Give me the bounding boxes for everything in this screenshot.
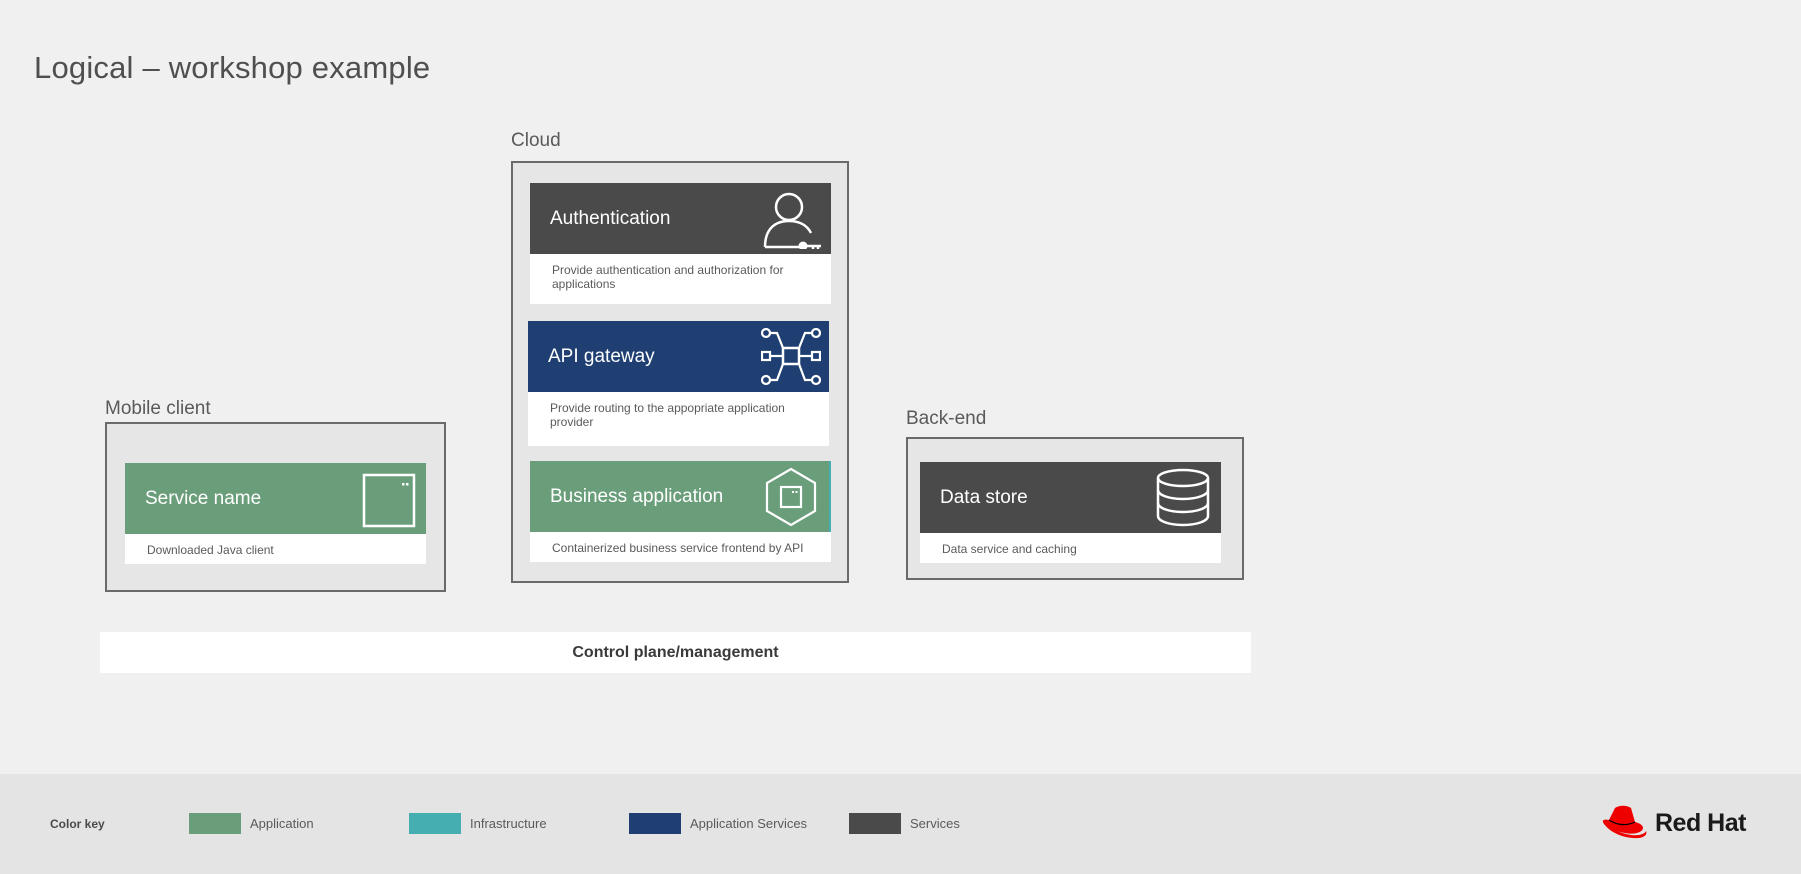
color-key-title: Color key [50,817,105,831]
legend-swatch [849,813,901,834]
card-data-store[interactable]: Data store Data service and caching [920,462,1221,563]
card-description: Provide routing to the appopriate applic… [528,392,829,446]
legend-swatch [409,813,461,834]
control-plane-bar: Control plane/management [100,632,1251,673]
card-title: API gateway [548,345,655,367]
card-header: Authentication [530,183,831,254]
legend-item-services: Services [849,813,960,834]
footer-color-key: Color key Application Infrastructure App… [0,774,1801,874]
card-description: Provide authentication and authorization… [530,254,831,304]
card-authentication[interactable]: Authentication Provide authentication an… [530,183,831,304]
card-description: Data service and caching [920,533,1221,563]
user-key-icon [763,192,821,249]
legend-label: Infrastructure [470,816,547,831]
card-header: Business application [530,461,831,532]
card-api-gateway[interactable]: API gateway Provide routing to the appop… [528,321,829,446]
control-plane-label: Control plane/management [572,643,779,661]
card-header: Service name [125,463,426,534]
red-hat-fedora-icon [1602,805,1647,839]
card-title: Data store [940,486,1028,508]
group-label-back-end: Back-end [906,408,987,429]
legend-swatch [189,813,241,834]
api-gateway-icon [761,327,821,386]
app-square-icon [362,473,416,528]
database-icon [1156,468,1210,527]
brand-name: Red Hat [1655,808,1746,837]
card-description: Downloaded Java client [125,534,426,564]
legend-item-infrastructure: Infrastructure [409,813,547,834]
card-title: Business application [550,485,724,507]
group-label-mobile-client: Mobile client [105,398,211,419]
legend-label: Services [910,816,960,831]
container-hexagon-icon [765,467,817,527]
card-title: Authentication [550,207,671,229]
card-header: Data store [920,462,1221,533]
card-business-application[interactable]: Business application Containerized busin… [530,461,831,562]
legend-swatch [629,813,681,834]
card-service-name[interactable]: Service name Downloaded Java client [125,463,426,564]
legend-item-application-services: Application Services [629,813,807,834]
legend-label: Application [250,816,314,831]
legend-item-application: Application [189,813,314,834]
card-description: Containerized business service frontend … [530,532,831,562]
legend-label: Application Services [690,816,808,831]
card-header: API gateway [528,321,829,392]
page-title: Logical – workshop example [34,50,431,85]
brand-logo: Red Hat [1601,804,1746,842]
card-title: Service name [145,487,262,509]
group-label-cloud: Cloud [511,130,561,151]
